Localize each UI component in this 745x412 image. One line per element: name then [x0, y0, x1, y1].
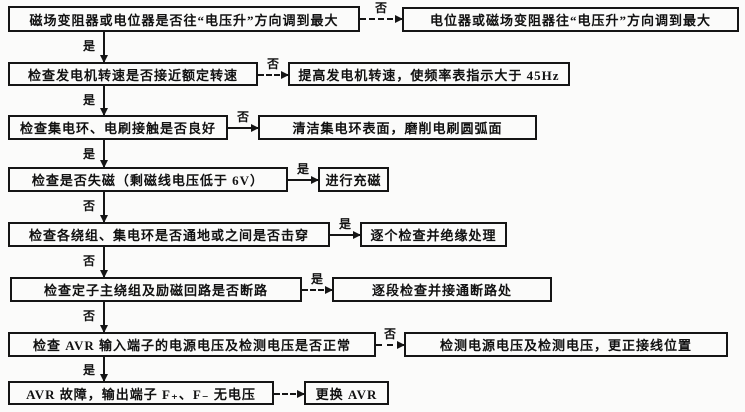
down-label: 否: [83, 199, 96, 214]
arrow-right-yes-4: 是: [288, 163, 319, 184]
arrow-down-4: 否: [83, 192, 108, 223]
arrow-down-3: 是: [83, 140, 108, 168]
arrow-right-no-7: 否: [376, 328, 405, 349]
down-label: 是: [83, 362, 96, 377]
arrow-down-2: 是: [83, 86, 108, 116]
branch-label: 否: [383, 327, 397, 341]
conclusion-box-avr-fault: AVR 故障，输出端子 F₊、F₋ 无电压: [8, 381, 274, 405]
action-box-raise-speed: 提高发电机转速，使频率表指示大于 45Hz: [288, 62, 570, 86]
decision-box-avr-input-voltage: 检查 AVR 输入端子的电源电压及检测电压是否正常: [8, 332, 376, 357]
action-box-replace-avr: 更换 AVR: [304, 381, 389, 405]
arrow-down-6: 否: [83, 302, 108, 333]
arrow-down-7: 是: [83, 357, 108, 382]
arrow-right-no-2: 否: [258, 58, 289, 79]
decision-box-slip-ring-contact: 检查集电环、电刷接触是否良好: [8, 115, 228, 140]
arrow-right-yes-5: 是: [330, 218, 361, 239]
action-box-reconnect-break: 逐段检查并接通断路处: [332, 277, 552, 302]
branch-label: 是: [310, 272, 324, 286]
arrow-right-8: [274, 390, 305, 398]
branch-label: 否: [266, 57, 280, 71]
arrow-right-no-1: 否: [360, 2, 403, 23]
down-label: 否: [83, 309, 96, 324]
branch-label: 否: [236, 110, 250, 124]
decision-box-stator-circuit-open: 检查定子主绕组及励磁回路是否断路: [10, 277, 302, 302]
down-label: 是: [83, 146, 96, 161]
arrow-right-no-3: 否: [228, 111, 259, 132]
branch-label: 是: [296, 162, 310, 176]
down-label: 否: [83, 254, 96, 269]
down-label: 是: [83, 39, 96, 54]
down-label: 是: [83, 93, 96, 108]
arrow-right-yes-6: 是: [302, 273, 333, 294]
decision-box-loss-of-excitation: 检查是否失磁（剩磁线电压低于 6V）: [8, 167, 288, 192]
arrow-down-5: 否: [83, 247, 108, 278]
action-box-recharge-magnetism: 进行充磁: [318, 167, 389, 192]
branch-label: 是: [338, 217, 352, 231]
action-box-adjust-potentiometer: 电位器或磁场变阻器往“电压升”方向调到最大: [402, 7, 739, 32]
arrow-down-1: 是: [83, 32, 108, 63]
decision-box-field-rheostat: 磁场变阻器或电位器是否往“电压升”方向调到最大: [8, 6, 360, 32]
decision-box-winding-ground: 检查各绕组、集电环是否通地或之间是否击穿: [8, 222, 330, 247]
branch-label: 否: [374, 1, 388, 15]
action-box-insulation-treatment: 逐个检查并绝缘处理: [360, 222, 507, 247]
action-box-correct-wiring: 检测电源电压及检测电压，更正接线位置: [404, 332, 728, 357]
decision-box-rated-speed: 检查发电机转速是否接近额定转速: [8, 62, 258, 86]
action-box-clean-slip-ring: 清洁集电环表面，磨削电刷圆弧面: [258, 115, 537, 140]
